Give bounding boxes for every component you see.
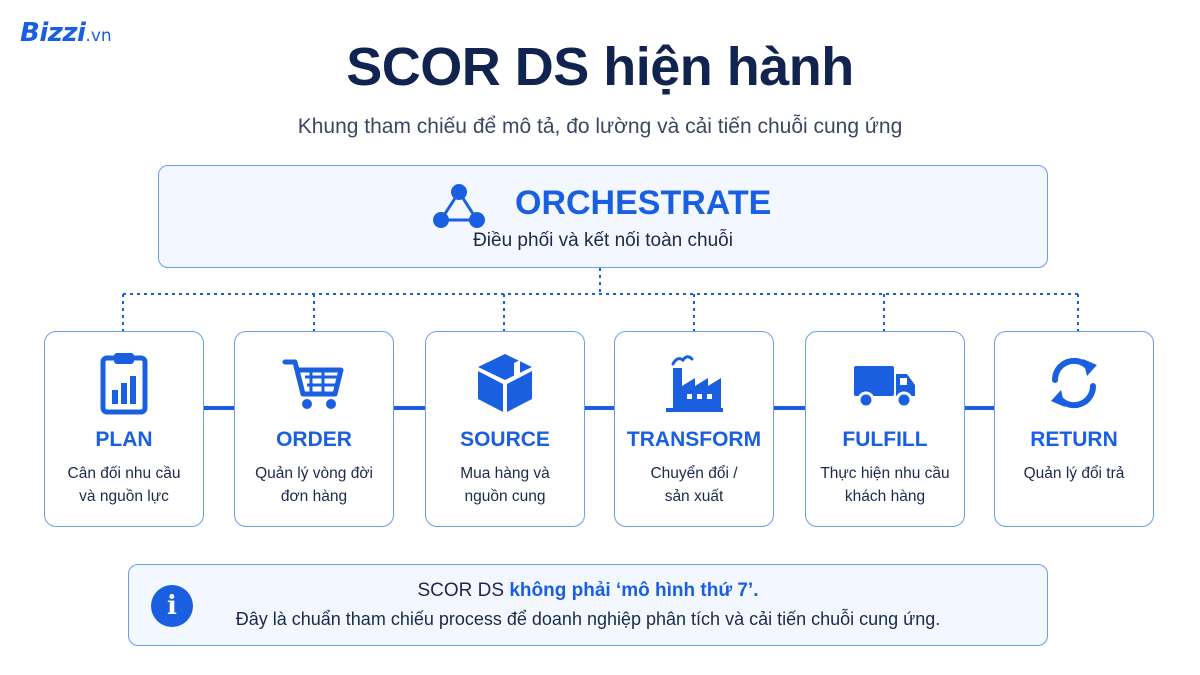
refresh-icon <box>1051 357 1097 409</box>
clipboard-chart-icon <box>100 353 148 415</box>
process-title: FULFILL <box>842 428 928 451</box>
info-icon: i <box>151 585 193 627</box>
process-title: ORDER <box>276 428 352 451</box>
page-subtitle: Khung tham chiếu để mô tả, đo lường và c… <box>297 115 903 138</box>
orchestrate-box: ORCHESTRATE Điều phối và kết nối toàn ch… <box>158 165 1048 268</box>
bizzi-logo: Bizzi.vn <box>20 18 112 48</box>
page-title: SCOR DS hiện hành <box>346 37 854 97</box>
logo-brand: Bizzi <box>20 18 86 48</box>
factory-icon <box>666 355 723 412</box>
orchestrate-title: ORCHESTRATE <box>515 184 772 222</box>
shopping-cart-icon <box>282 359 344 409</box>
process-description: Quản lý đổi trả <box>1023 465 1125 482</box>
note-prefix: SCOR DS <box>417 580 505 601</box>
logo-tld: .vn <box>85 26 112 46</box>
process-title: SOURCE <box>460 428 550 451</box>
info-note: i SCOR DS không phải ‘mô hình thứ 7’. Đâ… <box>128 564 1048 646</box>
process-card-return: RETURN Quản lý đổi trả <box>994 331 1154 527</box>
note-highlight: không phải ‘mô hình thứ 7’. <box>509 580 759 601</box>
process-title: PLAN <box>95 428 153 451</box>
process-description: Chuyển đổi /sản xuất <box>650 465 738 505</box>
truck-icon <box>854 366 915 409</box>
orchestrate-description: Điều phối và kết nối toàn chuỗi <box>473 230 733 251</box>
note-line-2: Đây là chuẩn tham chiếu process để doanh… <box>235 609 941 629</box>
box-icon <box>478 354 532 412</box>
process-title: RETURN <box>1030 428 1118 451</box>
process-title: TRANSFORM <box>626 428 762 451</box>
note-line-1: SCOR DS không phải ‘mô hình thứ 7’. <box>129 580 1047 602</box>
process-card-transform: TRANSFORM Chuyển đổi /sản xuất <box>614 331 774 527</box>
network-icon <box>433 184 485 228</box>
